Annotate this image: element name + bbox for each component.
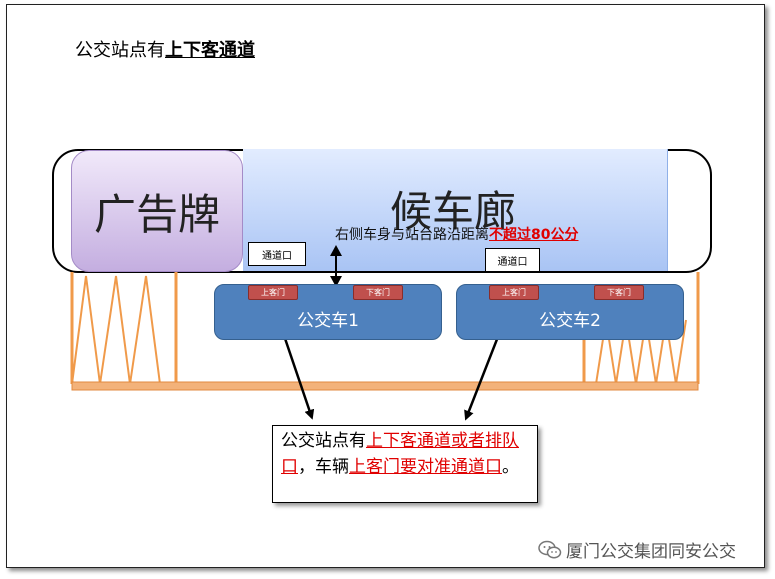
- gate-1: 通道口: [248, 242, 306, 266]
- bus-1: 上客门 下客门 公交车1: [214, 284, 442, 340]
- distance-note: 右侧车身与站台路沿距离不超过80公分: [335, 224, 578, 244]
- page-title: 公交站点有上下客通道: [75, 36, 255, 62]
- note-part2: 上下客通道或者排队口: [281, 431, 519, 477]
- bus-2-name: 公交车2: [539, 311, 601, 331]
- distance-note-emphasis: 不超过80公分: [489, 227, 579, 243]
- distance-arrow: [330, 245, 342, 287]
- gate-2: 通道口: [485, 248, 540, 272]
- waiting-hall-label: 候车廊: [390, 187, 517, 236]
- note-part5: 。: [502, 457, 519, 477]
- bus-2-board-door-label: 上客门: [502, 288, 526, 297]
- watermark: 厦门公交集团同安公交: [538, 537, 736, 562]
- note-part4: 上客门要对准通道口: [349, 457, 502, 477]
- gate-2-label: 通道口: [497, 256, 528, 268]
- bus-2-board-door: 上客门: [489, 285, 539, 300]
- bus-1-alight-door: 下客门: [353, 285, 403, 300]
- watermark-text: 厦门公交集团同安公交: [566, 542, 736, 562]
- gate-1-label: 通道口: [262, 250, 292, 262]
- distance-note-prefix: 右侧车身与站台路沿距离: [335, 227, 489, 243]
- note-box: 公交站点有上下客通道或者排队口，车辆上客门要对准通道口。: [272, 425, 538, 503]
- bus-2-alight-door: 下客门: [594, 285, 644, 300]
- wechat-icon: [538, 540, 562, 558]
- ad-board-label: 广告牌: [93, 189, 220, 239]
- bus-1-board-door: 上客门: [248, 285, 298, 300]
- platform-base: [71, 381, 699, 391]
- bus-1-board-door-label: 上客门: [261, 288, 285, 297]
- title-emphasis: 上下客通道: [165, 40, 255, 61]
- note-part3: ，车辆: [298, 457, 349, 477]
- note-part1: 公交站点有: [281, 431, 366, 451]
- bus-1-name: 公交车1: [297, 311, 359, 331]
- title-prefix: 公交站点有: [75, 40, 165, 61]
- bus-2: 上客门 下客门 公交车2: [456, 284, 684, 340]
- waiting-hall: [243, 149, 668, 271]
- ad-board: 广告牌: [71, 150, 243, 272]
- bus-2-alight-door-label: 下客门: [607, 288, 631, 297]
- bus-1-alight-door-label: 下客门: [366, 288, 390, 297]
